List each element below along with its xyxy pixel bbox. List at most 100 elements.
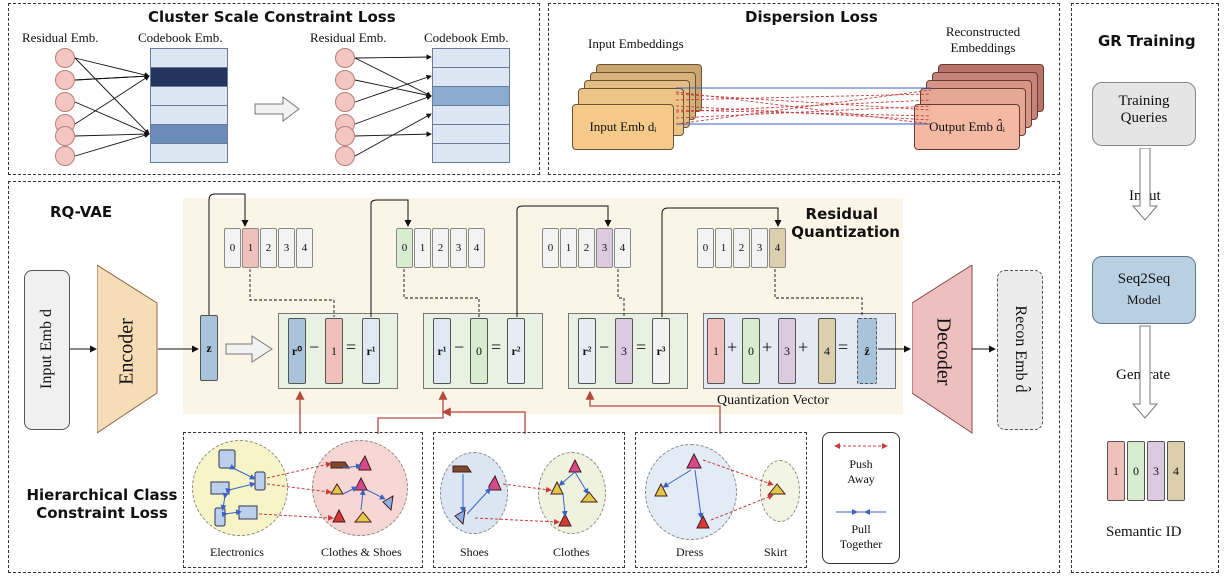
code-cell: 3: [751, 228, 768, 268]
push-away-label: Push Away: [847, 457, 875, 486]
residual-node: [55, 70, 75, 90]
codebook-4: 0 1 2 3 4: [697, 228, 787, 268]
quant-code: 3: [778, 318, 796, 384]
right-residual-label: Residual Emb.: [310, 30, 387, 45]
z-vector: z: [200, 315, 218, 381]
residual-node: [55, 146, 75, 166]
quant-code: 4: [818, 318, 836, 384]
training-queries-box: Training Queries: [1092, 82, 1196, 146]
rqvae-title: RQ-VAE: [50, 203, 113, 221]
code-cell: 3: [278, 228, 295, 268]
code-cell: 0: [396, 228, 413, 268]
input-embeddings-label: Input Embeddings: [588, 36, 684, 51]
minus-sign: −: [599, 337, 610, 357]
residual-node: [335, 48, 355, 68]
minus-sign: −: [454, 337, 465, 357]
equals-sign: =: [491, 337, 502, 357]
plus-sign: +: [798, 337, 809, 357]
equals-sign: =: [346, 337, 357, 357]
codebook-1: 0 1 2 3 4: [224, 228, 314, 268]
clothes-cluster: [538, 452, 606, 534]
electronics-icons: [210, 449, 266, 527]
dispersion-panel: [548, 3, 1060, 175]
reconstructed-label: Reconstructed Embeddings: [945, 24, 1021, 55]
decoder-shape: [912, 265, 973, 434]
residual-r0: r⁰: [288, 318, 306, 384]
legend-box: [822, 432, 900, 564]
right-codebook-label: Codebook Emb.: [424, 30, 509, 45]
code-0: 0: [470, 318, 488, 384]
residual-r1: r¹: [433, 318, 451, 384]
code-cell: 2: [578, 228, 595, 268]
residual-quantization-title: Residual Quantization: [791, 205, 900, 241]
code-cell: 4: [614, 228, 631, 268]
clothes-shoes-label: Clothes & Shoes: [321, 545, 402, 559]
hierarchy-icons: [210, 449, 787, 529]
code-cell: 3: [450, 228, 467, 268]
semantic-id-cell: 3: [1147, 441, 1165, 501]
semantic-id-cell: 0: [1127, 441, 1145, 501]
shoes-cluster: [440, 452, 508, 534]
residual-node: [335, 126, 355, 146]
equals-sign: =: [636, 337, 647, 357]
left-codebook-label: Codebook Emb.: [138, 30, 223, 45]
recon-emb-block: [997, 270, 1043, 430]
quant-code: 0: [742, 318, 760, 384]
gr-training-title: GR Training: [1098, 32, 1196, 50]
residual-node: [335, 70, 355, 90]
z-hat: ẑ: [857, 318, 877, 384]
plus-sign: +: [727, 337, 738, 357]
residual-r2: r²: [507, 318, 525, 384]
code-cell: 2: [432, 228, 449, 268]
codebook-3: 0 1 2 3 4: [542, 228, 632, 268]
code-cell: 2: [733, 228, 750, 268]
code-cell: 1: [414, 228, 431, 268]
code-cell: 2: [260, 228, 277, 268]
semantic-id-label: Semantic ID: [1106, 524, 1182, 540]
skirt-label: Skirt: [764, 545, 788, 559]
residual-r2: r²: [578, 318, 596, 384]
hierarchy-level-1: [183, 432, 423, 568]
residual-node: [335, 92, 355, 112]
minus-sign: −: [309, 337, 320, 357]
residual-node: [335, 146, 355, 166]
code-cell: 4: [296, 228, 313, 268]
hollow-right-arrow: [225, 335, 273, 363]
dispersion-title: Dispersion Loss: [745, 8, 878, 26]
codebook-2: 0 1 2 3 4: [396, 228, 486, 268]
code-cell: 1: [560, 228, 577, 268]
residual-node: [55, 92, 75, 112]
hierarchy-level-3: [635, 432, 807, 568]
gr-flow-arrows: [1131, 148, 1159, 419]
dispersion-links: [676, 87, 932, 125]
input-emb-box: Input Emb dᵢ: [572, 104, 674, 150]
code-cell: 4: [769, 228, 786, 268]
code-cell: 1: [715, 228, 732, 268]
gr-training-panel: [1071, 3, 1219, 573]
code-cell: 0: [224, 228, 241, 268]
down-arrow: [1131, 325, 1159, 419]
legend-icons: [834, 443, 888, 515]
dress-label: Dress: [676, 545, 704, 559]
semantic-id-cell: 4: [1167, 441, 1185, 501]
pull-together-label: Pull Together: [839, 522, 883, 551]
code-cell: 4: [468, 228, 485, 268]
residual-r3: r³: [652, 318, 670, 384]
clothes-label: Clothes: [553, 545, 590, 559]
equals-sign: =: [838, 337, 849, 357]
output-emb-box: Output Emb d̂ᵢ: [914, 104, 1020, 150]
hierarchy-title: Hierarchical Class Constraint Loss: [26, 486, 178, 522]
codebook-row: [432, 143, 510, 163]
residual-node: [55, 48, 75, 68]
code-cell: 1: [242, 228, 259, 268]
code-cell: 3: [596, 228, 613, 268]
rqvae-arrows: [70, 193, 996, 434]
code-3: 3: [615, 318, 633, 384]
codebook-row: [150, 143, 228, 163]
shoes-label: Shoes: [460, 545, 489, 559]
residual-node: [55, 126, 75, 146]
semantic-id-row: 1 0 3 4: [1107, 441, 1185, 501]
input-emb-block: [24, 270, 70, 430]
code-cell: 0: [542, 228, 559, 268]
cluster-scale-panel: [8, 3, 540, 175]
